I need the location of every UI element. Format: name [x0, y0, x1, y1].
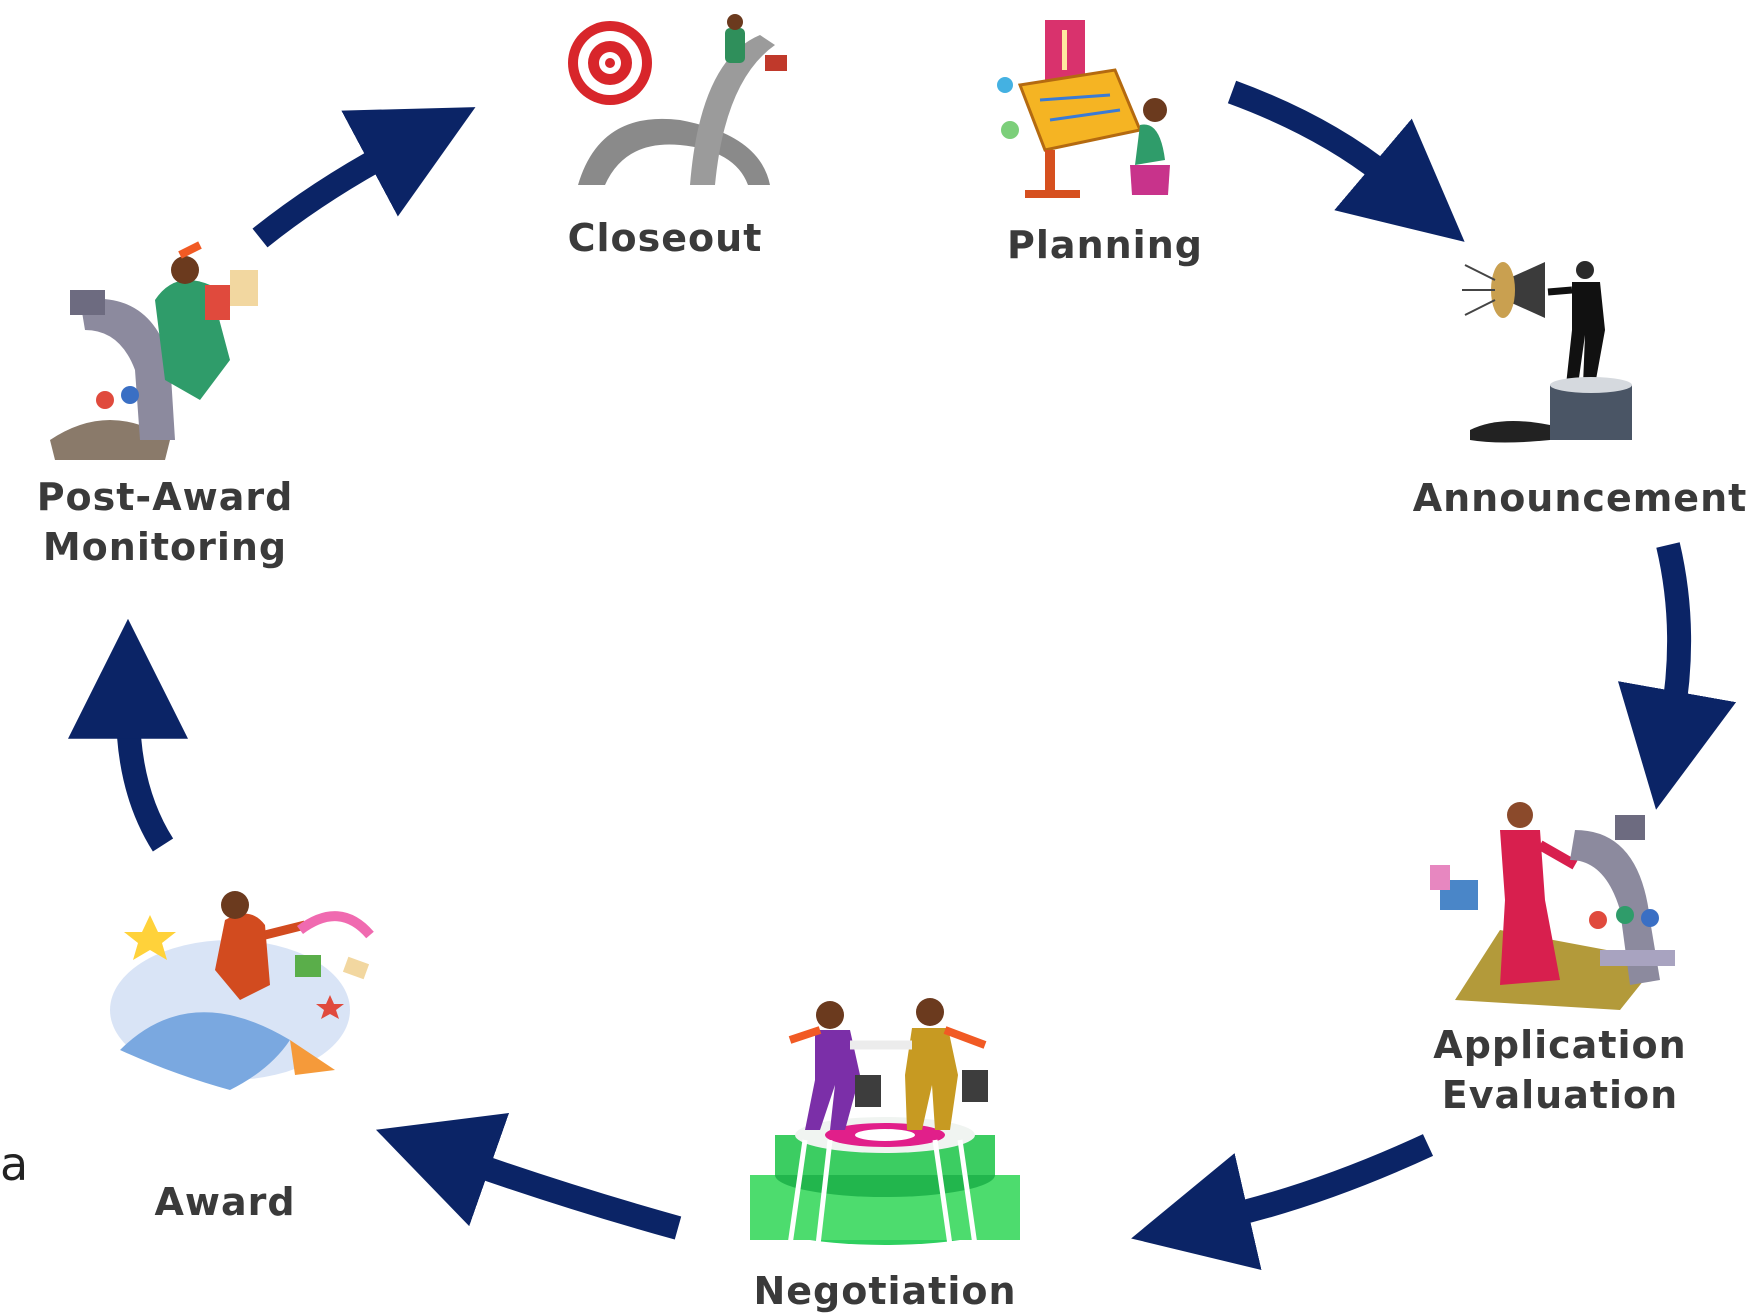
man-with-megaphone-icon: [1462, 261, 1632, 443]
edge-letter: a: [0, 1137, 28, 1191]
label-line-2: Monitoring: [42, 525, 288, 569]
architect-at-drafting-table-icon: [997, 20, 1170, 198]
label-line-1: Application: [1433, 1023, 1687, 1067]
target-and-road-icon: [568, 14, 787, 185]
label-line-1: Post-Award: [36, 475, 294, 519]
handshake-on-target-icon: [750, 998, 1020, 1246]
man-riding-rocket-icon: [110, 891, 374, 1090]
stage-label-application-evaluation: Application Evaluation: [1400, 1020, 1720, 1120]
arrow-negotiation-to-award: [375, 1112, 682, 1240]
label-line-2: Evaluation: [1441, 1073, 1679, 1117]
arrow-evaluation-to-negotiation: [1131, 1134, 1434, 1271]
stage-label-negotiation: Negotiation: [753, 1269, 1017, 1313]
stage-label-planning: Planning: [1007, 223, 1203, 267]
arrow-award-to-monitoring: [68, 618, 189, 852]
woman-with-microscope-icon: [1430, 802, 1675, 1010]
stage-label-closeout: Closeout: [567, 216, 763, 260]
stage-label-announcement: Announcement: [1412, 476, 1748, 520]
stage-label-post-award-monitoring: Post-Award Monitoring: [20, 472, 310, 572]
arrow-monitoring-to-closeout: [252, 107, 476, 248]
arrow-announcement-to-evaluation: [1617, 542, 1737, 810]
arrow-planning-to-announcement: [1227, 80, 1465, 242]
man-with-microscope-icon: [50, 241, 258, 460]
stage-label-award: Award: [154, 1180, 296, 1224]
